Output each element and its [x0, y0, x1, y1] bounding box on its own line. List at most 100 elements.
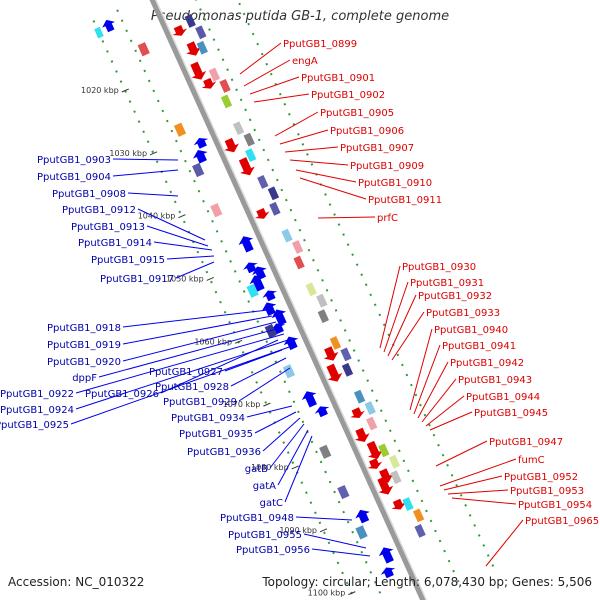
forward-gene-arrow — [190, 61, 207, 80]
forward-gene-label: PputGB1_0940 — [434, 325, 508, 336]
leader-line — [98, 327, 281, 378]
kbp-label: 1090 kbp — [279, 526, 317, 535]
reverse-gene-arrow — [378, 547, 394, 564]
forward-gene-label: PputGB1_0945 — [474, 408, 548, 419]
reverse-gene-label: PputGB1_0914 — [78, 238, 152, 249]
cog-block-outer — [364, 401, 376, 415]
forward-gene-arrow — [254, 208, 270, 219]
reverse-gene-arrow — [262, 290, 278, 302]
leader-line — [439, 458, 517, 487]
leader-line — [249, 76, 300, 95]
cog-block-outer — [388, 454, 401, 469]
leader-line — [246, 405, 293, 418]
cog-block-inner — [337, 484, 350, 500]
forward-gene-arrow — [186, 41, 201, 56]
leader-line — [387, 294, 417, 357]
forward-gene-label: prfC — [377, 213, 398, 224]
cog-block-inner — [137, 42, 150, 57]
cog-block-outer — [269, 201, 281, 216]
reverse-gene-label: PputGB1_0915 — [91, 255, 165, 266]
cog-block-outer — [402, 497, 414, 511]
reverse-gene-label: PputGB1_0908 — [52, 189, 126, 200]
forward-gene-arrow — [366, 440, 383, 459]
cog-block-outer — [291, 240, 304, 254]
reverse-gene-label: PputGB1_0925 — [0, 420, 69, 431]
forward-gene-label: PputGB1_0906 — [330, 126, 404, 137]
reverse-gene-arrow — [314, 406, 330, 418]
forward-gene-label: PputGB1_0899 — [283, 39, 357, 50]
cog-block-outer — [366, 416, 378, 431]
reverse-gene-arrow — [238, 236, 254, 253]
leader-line — [284, 146, 339, 153]
cog-block-outer — [257, 175, 269, 189]
forward-gene-label: PputGB1_0911 — [368, 195, 442, 206]
leader-line — [166, 255, 215, 260]
cog-block-outer — [378, 443, 390, 458]
cog-block-outer — [412, 508, 425, 523]
reverse-gene-arrow — [193, 149, 208, 164]
reverse-gene-arrow — [355, 509, 370, 524]
cog-block-outer — [196, 40, 208, 55]
cog-block-inner — [246, 283, 259, 298]
forward-gene-arrow — [354, 427, 370, 443]
reverse-gene-label: PputGB1_0920 — [47, 357, 121, 368]
leader-line — [262, 417, 301, 452]
leader-line — [279, 129, 329, 145]
kbp-tick — [291, 465, 299, 470]
reverse-gene-label: PputGB1_0927 — [149, 367, 223, 378]
kbp-tick — [206, 277, 214, 281]
top-marker-arrow — [102, 19, 115, 33]
forward-gene-label: PputGB1_0944 — [466, 392, 540, 403]
leader-line — [146, 225, 209, 247]
leader-line — [417, 361, 449, 419]
cog-block-inner — [264, 323, 277, 339]
forward-gene-label: PputGB1_0932 — [418, 291, 492, 302]
leader-line — [299, 177, 367, 200]
reverse-gene-label: PputGB1_0913 — [71, 222, 145, 233]
cog-block-outer — [208, 67, 221, 82]
leader-line — [379, 265, 401, 349]
leader-line — [413, 344, 441, 415]
reverse-gene-label: PputGB1_0929 — [163, 397, 237, 408]
leader-line — [122, 321, 277, 362]
cog-block-outer — [267, 186, 280, 201]
leader-line — [175, 261, 215, 279]
leader-line — [295, 516, 353, 521]
cog-block-outer — [281, 228, 293, 243]
reverse-gene-arrow — [380, 567, 396, 579]
leader-line — [451, 497, 517, 505]
leader-line — [311, 548, 371, 557]
kbp-label: 1070 kbp — [223, 400, 261, 409]
reverse-gene-label: PputGB1_0904 — [37, 172, 111, 183]
reverse-gene-label: PputGB1_0912 — [62, 205, 136, 216]
kbp-label: 1040 kbp — [138, 212, 176, 221]
leader-line — [253, 93, 310, 103]
forward-gene-arrow — [224, 137, 239, 153]
leader-line — [447, 489, 509, 495]
kbp-label: 1060 kbp — [194, 337, 232, 346]
leader-line — [112, 158, 179, 161]
leader-line — [303, 533, 367, 549]
kbp-tick — [234, 339, 243, 344]
cog-block-outer — [293, 255, 305, 270]
leader-line — [239, 42, 282, 75]
reverse-gene-label: PputGB1_0936 — [187, 447, 261, 458]
forward-gene-label: PputGB1_0943 — [458, 375, 532, 386]
forward-gene-label: PputGB1_0902 — [311, 90, 385, 101]
forward-gene-label: PputGB1_0942 — [450, 358, 524, 369]
reverse-gene-label: dppF — [72, 373, 97, 384]
forward-gene-label: PputGB1_0953 — [510, 486, 584, 497]
forward-gene-label: PputGB1_0947 — [489, 437, 563, 448]
cog-block-inner — [192, 162, 205, 178]
accession-text: Accession: NC_010322 — [8, 575, 145, 589]
forward-gene-label: PputGB1_0954 — [518, 500, 592, 511]
forward-gene-arrow — [391, 498, 407, 510]
cog-block-inner — [173, 122, 187, 137]
kbp-label: 1020 kbp — [81, 86, 119, 95]
reverse-gene-label: gatA — [253, 481, 276, 492]
leader-line — [137, 208, 206, 241]
forward-gene-label: PputGB1_0941 — [442, 341, 516, 352]
reverse-gene-label: PputGB1_0918 — [47, 323, 121, 334]
forward-gene-arrow — [238, 157, 255, 176]
reverse-gene-arrow — [301, 391, 317, 408]
